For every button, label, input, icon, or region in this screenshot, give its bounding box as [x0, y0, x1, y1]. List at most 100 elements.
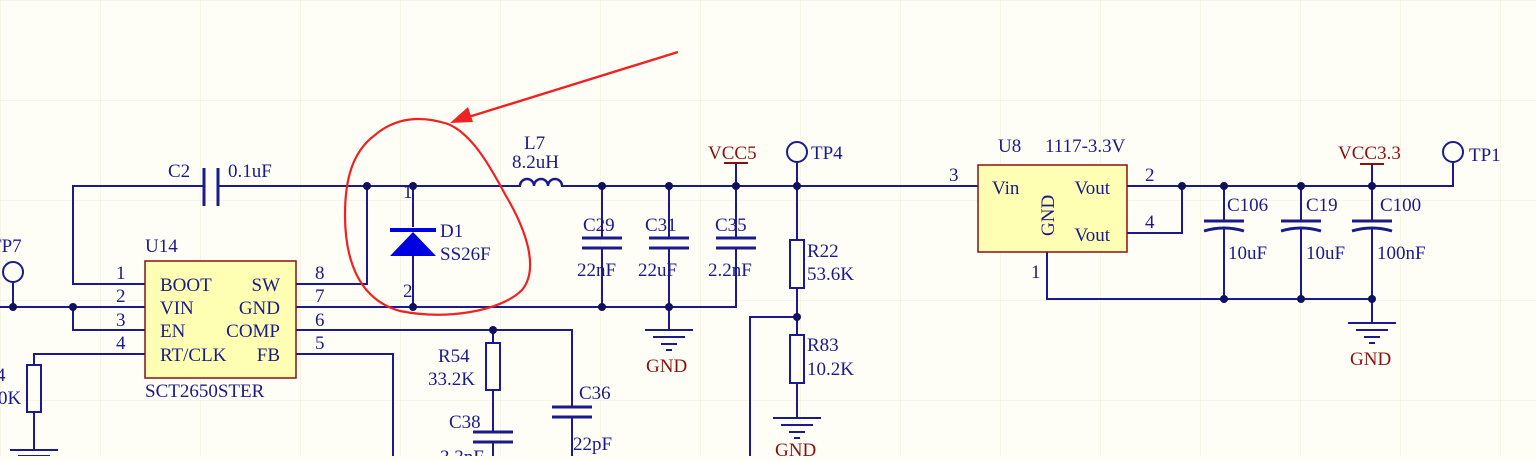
- u8-pin-name: Vin: [992, 178, 1020, 199]
- c19-plate: [1280, 226, 1322, 233]
- diode-triangle: [390, 232, 436, 256]
- c31-ref: C31: [645, 215, 677, 236]
- gnd-label: GND: [1350, 349, 1391, 370]
- c100-plate: [1351, 226, 1393, 233]
- wire: [33, 353, 146, 366]
- arrow-line: [461, 50, 679, 121]
- c2-ref: C2: [168, 161, 190, 182]
- r-left-resistor-body: [26, 364, 42, 413]
- u8-ic-body: [977, 164, 1128, 253]
- r83-ref: R83: [807, 335, 839, 356]
- c19-value: 10uF: [1306, 243, 1345, 264]
- c2-value: 0.1uF: [228, 161, 272, 182]
- junction-dot: [1297, 295, 1305, 303]
- junctions: [9, 182, 1376, 334]
- ground-icon: [645, 329, 693, 351]
- junction-dot: [665, 303, 673, 311]
- u8-part: 1117-3.3V: [1045, 136, 1126, 157]
- u14-pin-name: COMP: [226, 321, 280, 342]
- junction-dot: [1368, 182, 1376, 190]
- ground-icon: [773, 417, 821, 439]
- c106-value: 10uF: [1228, 243, 1267, 264]
- gnd-label: GND: [775, 440, 816, 456]
- wire: [72, 306, 146, 331]
- u14-pin-name: FB: [257, 345, 280, 366]
- junction-dot: [665, 182, 673, 190]
- junction-dot: [598, 303, 606, 311]
- l7-value: 8.2uH: [512, 152, 559, 173]
- annotation: [343, 50, 679, 316]
- l7-inductor-symbol: [518, 177, 564, 187]
- u8-ref: U8: [998, 136, 1021, 157]
- r54-resistor-body: [485, 342, 501, 391]
- vcc33-label: VCC3.3: [1338, 143, 1401, 164]
- arrow-head-icon: [450, 107, 473, 123]
- d1-ref: D1: [440, 221, 463, 242]
- u14-pin-name: GND: [239, 298, 280, 319]
- tp4-icon: [786, 141, 808, 163]
- u8-pin-name: GND: [1038, 195, 1059, 236]
- wire: [72, 185, 146, 285]
- r83-resistor-body: [789, 334, 805, 384]
- junction-dot: [409, 182, 417, 190]
- junction-dot: [1368, 295, 1376, 303]
- ground-symbols: [10, 322, 1396, 457]
- junction-dot: [69, 303, 77, 311]
- junction-dot: [1178, 182, 1186, 190]
- junction-dot: [9, 303, 17, 311]
- c35-value: 2.2nF: [708, 260, 752, 281]
- u8-pin-num: 1: [1031, 262, 1041, 283]
- c36-ref: C36: [579, 383, 611, 404]
- u14-pin-name: EN: [160, 321, 186, 342]
- c31-value: 22uF: [638, 260, 677, 281]
- c36-value: 22pF: [573, 434, 612, 455]
- component-symbols: [26, 168, 1393, 444]
- d1-diode-symbol: [390, 228, 436, 256]
- tp7-icon: [2, 261, 24, 283]
- u14-pin-name: SW: [252, 275, 281, 296]
- u14-pin-num: 1: [116, 263, 126, 284]
- vcc5-label: VCC5: [708, 143, 757, 164]
- d1-value: SS26F: [440, 244, 491, 265]
- net-labels: VCC5 VCC3.3 GND GND GND: [646, 143, 1401, 461]
- r83-value: 10.2K: [807, 359, 854, 380]
- wire: [295, 185, 368, 285]
- ground-icon: [1348, 322, 1396, 344]
- r-left-ref: 4: [0, 365, 6, 386]
- tp1-icon: [1442, 141, 1464, 163]
- u8-pin-name: Vout: [1074, 225, 1110, 246]
- wire: [295, 329, 573, 408]
- u14-pin-num: 5: [315, 333, 325, 354]
- u14-ic-body: [144, 260, 297, 379]
- junction-dot: [489, 326, 497, 334]
- wire: [1126, 185, 1183, 234]
- tp7-label: TP7: [0, 236, 22, 257]
- u14-pin-name: BOOT: [160, 275, 212, 296]
- junction-dot: [1220, 182, 1228, 190]
- c100-value: 100nF: [1377, 243, 1426, 264]
- wire: [1435, 162, 1454, 187]
- gnd-label: GND: [646, 356, 687, 377]
- highlight-circle: [343, 117, 532, 316]
- wire: [1046, 251, 1373, 300]
- u14-pin-name: VIN: [160, 298, 194, 319]
- r22-ref: R22: [807, 241, 839, 262]
- u8-pin-name: Vout: [1074, 178, 1110, 199]
- u14-pin-num: 3: [116, 310, 126, 331]
- c106-ref: C106: [1227, 195, 1268, 216]
- l7-ref: L7: [524, 133, 545, 154]
- junction-dot: [363, 182, 371, 190]
- u14-pin-num: 8: [315, 263, 325, 284]
- tp1-label: TP1: [1469, 145, 1501, 166]
- u14-pin-name: RT/CLK: [160, 345, 227, 366]
- junction-dot: [793, 313, 801, 321]
- d1-pin-num: 1: [403, 182, 413, 203]
- c38-value: 3.3nF: [440, 447, 484, 456]
- r54-ref: R54: [438, 346, 470, 367]
- test-points: [2, 141, 1464, 283]
- u14-part: SCT2650STER: [145, 381, 265, 402]
- u14-pin-num: 2: [116, 286, 126, 307]
- r-left-value: 0K: [0, 388, 22, 409]
